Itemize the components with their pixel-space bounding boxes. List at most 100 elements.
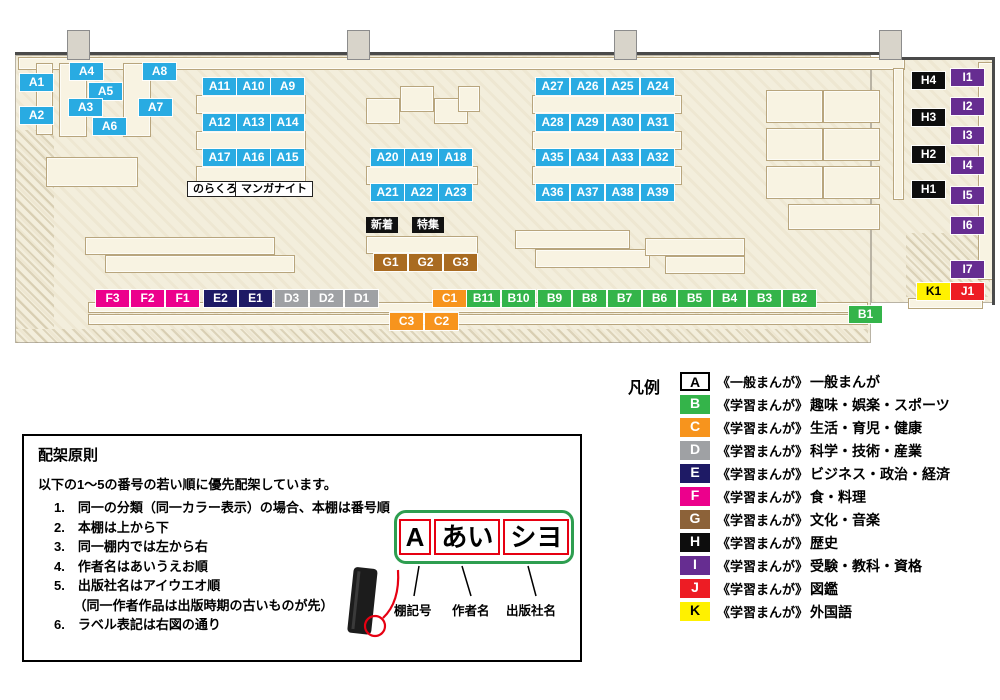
legend-row-D: D《学習まんが》科学・技術・産業 bbox=[680, 441, 994, 460]
shelf-label-A23: A23 bbox=[439, 184, 472, 201]
legend-scope: 《学習まんが》 bbox=[717, 559, 809, 574]
legend-scope: 《学習まんが》 bbox=[717, 536, 809, 551]
shelf-label-B6: B6 bbox=[643, 290, 676, 307]
legend-title: 凡例 bbox=[628, 380, 661, 397]
shelf-label-E2: E2 bbox=[204, 290, 237, 307]
shelf-label-B3: B3 bbox=[748, 290, 781, 307]
legend-row-E: E《学習まんが》ビジネス・政治・経済 bbox=[680, 464, 994, 483]
legend-chip-F: F bbox=[680, 487, 710, 506]
shelf-label-A30: A30 bbox=[606, 114, 639, 131]
legend-row-H: H《学習まんが》歴史 bbox=[680, 533, 994, 552]
wall-segment bbox=[992, 57, 995, 305]
legend-row-F: F《学習まんが》食・料理 bbox=[680, 487, 994, 506]
legend-chip-H: H bbox=[680, 533, 710, 552]
legend-scope: 《学習まんが》 bbox=[717, 490, 809, 505]
shelf-label-A12: A12 bbox=[203, 114, 236, 131]
label-segment-1: あい bbox=[434, 519, 501, 555]
shelf-label-B1: B1 bbox=[849, 306, 882, 323]
shelf-label-K1: K1 bbox=[917, 283, 950, 300]
legend-category: 図鑑 bbox=[810, 580, 839, 597]
shelf-label-B4: B4 bbox=[713, 290, 746, 307]
shelf-label-A3: A3 bbox=[69, 99, 102, 116]
principles-intro: 以下の1～5の番号の若い順に優先配架しています。 bbox=[38, 477, 337, 492]
bookshelf-block bbox=[88, 314, 868, 325]
principle-item-5: （同一作者作品は出版時期の古いものが先） bbox=[54, 597, 334, 613]
diagram-caption-1: 作者名 bbox=[452, 604, 490, 618]
shelf-label-I1: I1 bbox=[951, 69, 984, 86]
shelf-label-A28: A28 bbox=[536, 114, 569, 131]
shelf-label-I7: I7 bbox=[951, 261, 984, 278]
legend-row-A: A《一般まんが》一般まんが bbox=[680, 372, 994, 391]
legend-row-I: I《学習まんが》受験・教科・資格 bbox=[680, 556, 994, 575]
shelf-label-A29: A29 bbox=[571, 114, 604, 131]
shelf-label-C2: C2 bbox=[425, 313, 458, 330]
bookshelf-block bbox=[46, 157, 138, 187]
shelf-label-A18: A18 bbox=[439, 149, 472, 166]
shelf-label-B7: B7 bbox=[608, 290, 641, 307]
legend-scope: 《学習まんが》 bbox=[717, 467, 809, 482]
shelf-label-A10: A10 bbox=[237, 78, 270, 95]
legend-scope: 《学習まんが》 bbox=[717, 421, 809, 436]
shelf-label-A13: A13 bbox=[237, 114, 270, 131]
legend-scope: 《学習まんが》 bbox=[717, 605, 809, 620]
legend-scope: 《学習まんが》 bbox=[717, 582, 809, 597]
principle-item-3: 4. 作者名はあいうえお順 bbox=[54, 558, 208, 574]
principle-item-2: 3. 同一棚内では左から右 bbox=[54, 539, 208, 554]
legend-category: 趣味・娯楽・スポーツ bbox=[810, 396, 950, 413]
shelf-label-A22: A22 bbox=[405, 184, 438, 201]
legend-row-B: B 《学習まんが》趣味・娯楽・スポーツ bbox=[680, 395, 994, 414]
shelf-label-A21: A21 bbox=[371, 184, 404, 201]
book-spine-icon bbox=[347, 567, 400, 638]
shelf-label-C1: C1 bbox=[433, 290, 466, 307]
shelf-label-A15: A15 bbox=[271, 149, 304, 166]
shelf-label-A9: A9 bbox=[271, 78, 304, 95]
wall-segment bbox=[15, 52, 897, 55]
shelf-label-A27: A27 bbox=[536, 78, 569, 95]
legend-scope: 《学習まんが》 bbox=[717, 513, 809, 528]
bookshelf-block bbox=[532, 166, 682, 185]
legend-chip-D: D bbox=[680, 441, 710, 460]
legend-scope: 《一般まんが》 bbox=[717, 375, 809, 390]
label-segment-2: シヨ bbox=[503, 519, 570, 555]
bookshelf-block bbox=[515, 230, 630, 249]
shelf-label-A5: A5 bbox=[89, 83, 122, 100]
shelf-label-A36: A36 bbox=[536, 184, 569, 201]
bookshelf-block bbox=[400, 86, 434, 112]
bookshelf-block bbox=[18, 57, 905, 70]
bookshelf-block bbox=[766, 128, 823, 161]
bookshelf-block bbox=[788, 204, 880, 230]
shelf-label-B8: B8 bbox=[573, 290, 606, 307]
legend-chip-K: K bbox=[680, 602, 710, 621]
wall-segment bbox=[893, 57, 995, 60]
map-sign-0: のらくろ bbox=[187, 181, 243, 197]
shelf-label-A1: A1 bbox=[20, 74, 53, 91]
shelf-label-C3: C3 bbox=[390, 313, 423, 330]
shelf-label-B9: B9 bbox=[538, 290, 571, 307]
bookshelf-block bbox=[196, 95, 306, 114]
legend-row-C: C《学習まんが》生活・育児・健康 bbox=[680, 418, 994, 437]
map-sign-2: 新着 bbox=[366, 217, 398, 233]
shelf-label-A38: A38 bbox=[606, 184, 639, 201]
bookshelf-block bbox=[366, 98, 400, 124]
shelf-label-A34: A34 bbox=[571, 149, 604, 166]
shelf-label-G3: G3 bbox=[444, 254, 477, 271]
legend-category: 科学・技術・産業 bbox=[810, 442, 923, 459]
wall-pillar bbox=[879, 30, 902, 60]
legend-chip-B: B bbox=[680, 395, 710, 414]
shelf-label-G2: G2 bbox=[409, 254, 442, 271]
shelf-label-A31: A31 bbox=[641, 114, 674, 131]
shelf-label-A19: A19 bbox=[405, 149, 438, 166]
shelf-label-A25: A25 bbox=[606, 78, 639, 95]
legend-chip-E: E bbox=[680, 464, 710, 483]
shelf-label-I6: I6 bbox=[951, 217, 984, 234]
shelf-label-F1: F1 bbox=[166, 290, 199, 307]
shelf-label-H4: H4 bbox=[912, 72, 945, 89]
legend-scope: 《学習まんが》 bbox=[717, 398, 809, 413]
bookshelf-block bbox=[85, 237, 275, 255]
diagram-caption-0: 棚記号 bbox=[394, 604, 432, 618]
shelf-label-H1: H1 bbox=[912, 181, 945, 198]
